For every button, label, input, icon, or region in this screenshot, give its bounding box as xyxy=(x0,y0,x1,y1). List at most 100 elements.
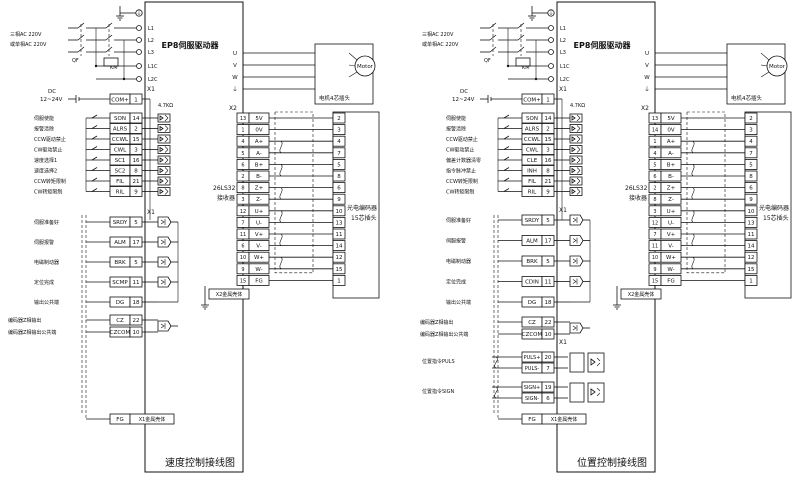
x2-pin-num: 8 xyxy=(653,197,656,203)
x2-pin-14: FG xyxy=(255,278,262,284)
optocoupler-output-icon xyxy=(157,236,178,248)
terminal-label-L2C: L2C xyxy=(560,77,570,83)
terminal-label-L2: L2 xyxy=(148,38,154,44)
enc-pin-num: 15 xyxy=(336,267,343,273)
z-output-desc: 编码器Z相输出 xyxy=(420,319,453,326)
pin-num: 1 xyxy=(546,98,550,104)
x2-pin-num: 11 xyxy=(652,244,658,250)
enc-pin-num: 15 xyxy=(748,267,755,273)
enc-pin-num-box xyxy=(332,182,346,194)
pin-num: 18 xyxy=(545,300,552,306)
output-desc: 伺服准备好 xyxy=(446,217,471,224)
pin-num: 16 xyxy=(133,158,140,164)
terminal-circle xyxy=(548,49,554,55)
input-desc: CCW转矩限制 xyxy=(446,178,478,185)
output-desc: 输出公共端 xyxy=(446,299,471,306)
pin-num: 11 xyxy=(133,280,140,286)
terminal-circle xyxy=(136,25,142,31)
twisted-pair xyxy=(691,140,695,154)
pin-num: 5 xyxy=(134,220,138,226)
diagram-caption: 位置控制接线图 xyxy=(577,456,647,469)
opto-led xyxy=(571,146,576,153)
terminal-label-L2C: L2C xyxy=(148,77,158,83)
optocoupler-input-icon xyxy=(157,187,171,196)
enc-pin-num: 1 xyxy=(337,278,341,284)
pin-ALRS: ALRS xyxy=(525,127,540,133)
x2-pin-12: W+ xyxy=(254,255,264,261)
x2-shell-box xyxy=(620,288,662,300)
pin-PULS-: PULS- xyxy=(525,366,540,372)
optocoupler-output-icon xyxy=(157,216,178,228)
pin-DG: DG xyxy=(528,300,537,306)
power-3phase-label: 三相AC 220V xyxy=(10,31,42,38)
pin-num: 7 xyxy=(546,366,550,372)
opto-body xyxy=(157,124,171,133)
optocoupler-input-icon xyxy=(569,113,583,123)
enc-pin-num: 3 xyxy=(749,128,753,134)
opto-led xyxy=(571,125,576,132)
x2-pin-3: A- xyxy=(256,151,262,157)
terminal-circle xyxy=(548,63,554,69)
x2-pin-7: Z- xyxy=(668,197,674,203)
pin-FG: FG xyxy=(116,417,123,423)
switch-contact xyxy=(91,114,98,119)
pin-num: 3 xyxy=(546,148,550,154)
pin-SIGN-: SIGN- xyxy=(525,396,539,402)
pin-SCMP: SCMP xyxy=(112,280,128,286)
opto-led xyxy=(159,146,164,153)
enc-pin-num: 6 xyxy=(749,186,753,192)
x2-pin-num: 7 xyxy=(653,232,656,238)
pin-ALM: ALM xyxy=(526,239,538,245)
pin-num: 8 xyxy=(134,169,138,175)
opto-led xyxy=(159,188,164,195)
optocoupler-input-icon xyxy=(157,145,171,154)
pin-num: 8 xyxy=(546,169,550,175)
x2-pin-num: 12 xyxy=(240,209,246,215)
breaker-contact xyxy=(77,34,85,41)
enc-pin-num-box xyxy=(744,170,758,182)
switch-contact xyxy=(91,167,98,171)
input-desc: CW转矩限制 xyxy=(446,189,474,196)
optocoupler-input-icon xyxy=(157,113,171,123)
terminal-circle xyxy=(548,25,554,31)
pin-num: 10 xyxy=(133,330,140,336)
pin-num: 14 xyxy=(545,116,552,122)
driver-motor-pin-2: W xyxy=(644,75,650,81)
opto-arrow xyxy=(572,238,577,243)
pin-num: 19 xyxy=(545,385,552,391)
x1-output-label: X1 xyxy=(559,207,567,214)
enc-pin-num: 14 xyxy=(748,244,755,250)
x1-connector-label: X1 xyxy=(147,86,155,93)
pin-SRDY: SRDY xyxy=(113,220,128,226)
opto-led xyxy=(159,167,164,174)
receiver-label: 26LS32 xyxy=(625,185,648,192)
enc-pin-num: 6 xyxy=(337,186,341,192)
pin-num: 15 xyxy=(133,137,140,143)
opto-led xyxy=(159,157,164,163)
enc-pin-num: 11 xyxy=(748,232,755,238)
x2-pin-0: 5V xyxy=(667,116,674,122)
x2-pin-num: 15 xyxy=(240,278,246,284)
pin-num: 22 xyxy=(545,320,552,326)
optocoupler-output-icon xyxy=(157,256,178,268)
driver-title: EP8伺服驱动器 xyxy=(162,40,220,50)
enc-pin-num: 9 xyxy=(337,197,341,203)
x2-pin-5: B- xyxy=(668,174,674,180)
terminal-circle xyxy=(136,63,142,69)
terminal-label-L1: L1 xyxy=(560,26,566,32)
opto-led xyxy=(571,167,576,174)
x2-pin-7: Z- xyxy=(256,197,262,203)
twisted-pair xyxy=(691,164,695,177)
enc-pin-num-box xyxy=(332,112,346,124)
optocoupler-input-icon xyxy=(157,176,171,186)
enc-pin-num: 3 xyxy=(337,128,341,134)
twisted-pair xyxy=(494,356,498,369)
x2-label: X2 xyxy=(229,105,237,112)
x2-pin-8: U+ xyxy=(667,209,676,215)
pin-CZ: CZ xyxy=(528,320,536,326)
switch-contact xyxy=(503,125,510,129)
motor-phase-wire xyxy=(760,52,770,78)
optocoupler-input-icon xyxy=(157,166,171,175)
pin-num: 17 xyxy=(545,239,552,245)
optocoupler-output-icon xyxy=(569,214,590,226)
